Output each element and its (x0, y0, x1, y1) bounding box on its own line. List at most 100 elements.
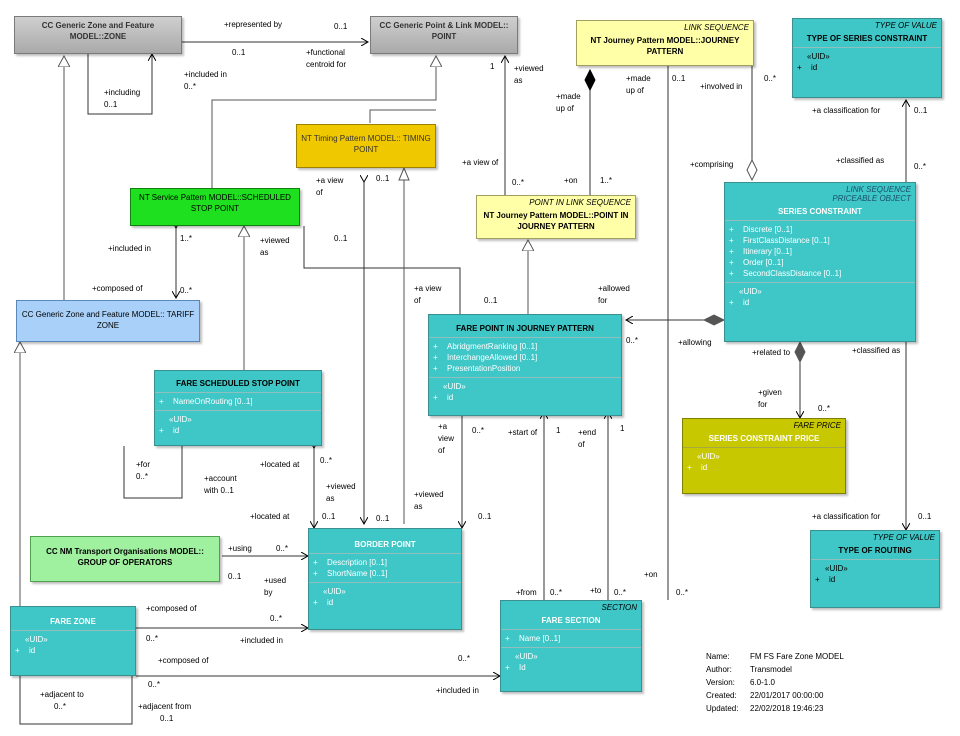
meta-author-key: Author: (706, 665, 732, 674)
role-label: +comprising (690, 160, 734, 169)
sc-attr-discrete: Discrete [0..1] (743, 225, 793, 234)
tosc-stereotype: TYPE OF VALUE (874, 21, 937, 30)
fs-attrs: +Name [0..1] (501, 629, 641, 647)
multiplicity-label: 0..* (54, 702, 67, 711)
type-of-routing-class[interactable]: TYPE OF VALUE TYPE OF ROUTING «UID» +id (810, 530, 940, 608)
role-label: +viewed (260, 236, 290, 245)
fare-section-class[interactable]: SECTION FARE SECTION +Name [0..1] «UID» … (500, 600, 642, 692)
meta-version-key: Version: (706, 678, 735, 687)
tosc-attrs: «UID» +id (793, 47, 941, 76)
multiplicity-label: 0..* (914, 162, 927, 171)
multiplicity-label: 0..1 (228, 572, 242, 581)
bp-id: id (327, 598, 334, 607)
multiplicity-label: 0..* (818, 404, 831, 413)
sc-attr-second: SecondClassDistance [0..1] (743, 269, 842, 278)
multiplicity-label: 0..* (614, 588, 627, 597)
fssp-attr-1: NameOnRouting [0..1] (173, 397, 253, 406)
role-label: up of (556, 104, 574, 113)
scp-id: id (701, 463, 708, 472)
multiplicity-label: 0..* (550, 588, 563, 597)
sc-attr-itinerary: Itinerary [0..1] (743, 247, 792, 256)
role-label: +a view (414, 284, 442, 293)
fare-zone-class[interactable]: FARE ZONE «UID» +id (10, 606, 136, 676)
meta-name-key: Name: (706, 652, 730, 661)
tariff-zone-class[interactable]: CC Generic Zone and Feature MODEL:: TARI… (16, 300, 200, 342)
role-label: +including (104, 88, 141, 97)
zone-class[interactable]: CC Generic Zone and Feature MODEL::ZONE (14, 16, 182, 54)
fare-scheduled-stop-point-class[interactable]: FARE SCHEDULED STOP POINT +NameOnRouting… (154, 370, 322, 446)
timing-point-class[interactable]: NT Timing Pattern MODEL:: TIMING POINT (296, 124, 436, 168)
scp-stereotype: FARE PRICE (793, 421, 841, 430)
border-point-class[interactable]: BORDER POINT +Description [0..1] +ShortN… (308, 528, 462, 630)
role-label: centroid for (306, 60, 347, 69)
role-label: +end (578, 428, 597, 437)
role-label: +included in (240, 636, 283, 645)
point-class[interactable]: CC Generic Point & Link MODEL:: POINT (370, 16, 518, 54)
role-label: as (414, 502, 423, 511)
diagram-metadata: Name: FM FS Fare Zone MODEL Author: Transm… (706, 650, 844, 715)
role-label: +a view of (462, 158, 499, 167)
multiplicity-label: 0..* (270, 614, 283, 623)
role-label: +involved in (700, 82, 743, 91)
fare-point-in-journey-pattern-class[interactable]: FARE POINT IN JOURNEY PATTERN +Abridgmen… (428, 314, 622, 416)
meta-updated-value: 22/02/2018 19:46:23 (750, 704, 824, 713)
point-in-journey-pattern-class[interactable]: POINT IN LINK SEQUENCE NT Journey Patter… (476, 195, 636, 239)
series-constraint-price-class[interactable]: FARE PRICE SERIES CONSTRAINT PRICE «UID»… (682, 418, 846, 494)
role-label: as (260, 248, 269, 257)
fs-ids: «UID» +Id (501, 647, 641, 676)
role-label: +a classification for (812, 512, 881, 521)
bp-attr-2: ShortName [0..1] (327, 569, 388, 578)
role-label: +related to (752, 348, 791, 357)
fpijp-title: FARE POINT IN JOURNEY PATTERN (456, 324, 594, 333)
goo-title: CC NM Transport Organisations MODEL:: GR… (46, 547, 204, 567)
sc-attrs: +Discrete [0..1] +FirstClassDistance [0.… (725, 220, 915, 282)
bp-ids: «UID» +id (309, 582, 461, 611)
multiplicity-label: 0..1 (672, 74, 686, 83)
scheduled-stop-point-class[interactable]: NT Service Pattern MODEL::SCHEDULED STOP… (130, 188, 300, 226)
fssp-id: id (173, 426, 180, 435)
multiplicity-label: 0..* (512, 178, 525, 187)
bp-title: BORDER POINT (354, 540, 416, 549)
fpijp-attrs: +AbridgmentRanking [0..1] +InterchangeAl… (429, 337, 621, 377)
multiplicity-label: 0..* (184, 82, 197, 91)
meta-author-value: Transmodel (750, 665, 792, 674)
multiplicity-label: 0..* (458, 654, 471, 663)
jp-title: NT Journey Pattern MODEL::JOURNEY PATTER… (590, 36, 740, 56)
tosc-title: TYPE OF SERIES CONSTRAINT (806, 34, 928, 43)
bp-attrs: +Description [0..1] +ShortName [0..1] (309, 553, 461, 582)
role-label: +composed of (158, 656, 209, 665)
multiplicity-label: 0..1 (232, 48, 246, 57)
meta-name-value: FM FS Fare Zone MODEL (750, 652, 844, 661)
series-constraint-class[interactable]: LINK SEQUENCE PRICEABLE OBJECT SERIES CO… (724, 182, 916, 342)
multiplicity-label: 0..* (626, 336, 639, 345)
bp-attr-1: Description [0..1] (327, 558, 388, 567)
role-label: +a view (316, 176, 344, 185)
role-label: +using (228, 544, 252, 553)
role-label: as (514, 76, 523, 85)
sc-attr-order: Order [0..1] (743, 258, 784, 267)
role-label: +composed of (92, 284, 143, 293)
role-label: with 0..1 (204, 486, 234, 495)
role-label: +allowed (598, 284, 630, 293)
tor-id: id (829, 575, 836, 584)
meta-created-value: 22/01/2017 00:00:00 (750, 691, 824, 700)
role-label: +a (438, 422, 448, 431)
role-label: +included in (108, 244, 151, 253)
fpijp-attr-2: InterchangeAllowed [0..1] (447, 353, 538, 362)
role-label: +account (204, 474, 237, 483)
role-label: by (264, 588, 273, 597)
sc-attr-first: FirstClassDistance [0..1] (743, 236, 830, 245)
type-of-series-constraint-class[interactable]: TYPE OF VALUE TYPE OF SERIES CONSTRAINT … (792, 18, 942, 98)
fs-attr-1: Name [0..1] (519, 634, 561, 643)
multiplicity-label: 0..1 (484, 296, 498, 305)
role-label: +for (136, 460, 151, 469)
role-label: +made (556, 92, 581, 101)
journey-pattern-class[interactable]: LINK SEQUENCE NT Journey Pattern MODEL::… (576, 20, 754, 66)
scp-title: SERIES CONSTRAINT PRICE (708, 434, 820, 443)
group-of-operators-class[interactable]: CC NM Transport Organisations MODEL:: GR… (30, 536, 220, 582)
scp-uid: «UID» (697, 452, 720, 461)
role-label: for (598, 296, 608, 305)
tp-title: NT Timing Pattern MODEL:: TIMING POINT (301, 134, 431, 154)
jp-stereotype: LINK SEQUENCE (684, 23, 749, 32)
